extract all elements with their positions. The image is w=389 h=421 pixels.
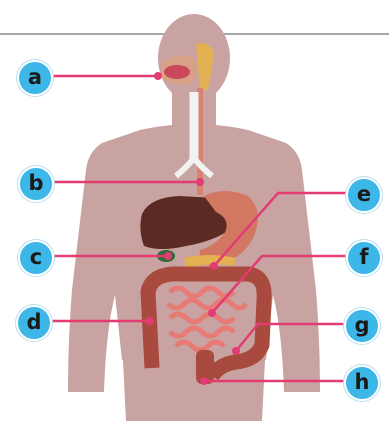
endpoint-f: [208, 309, 216, 317]
label-h: h: [344, 365, 380, 401]
endpoint-d: [146, 317, 154, 325]
label-f: f: [346, 240, 382, 276]
endpoint-b: [196, 178, 204, 186]
endpoint-h: [200, 377, 208, 385]
endpoint-g: [232, 347, 240, 355]
label-a: a: [17, 60, 53, 96]
endpoint-c: [164, 252, 172, 260]
label-g: g: [344, 308, 380, 344]
label-e: e: [346, 177, 382, 213]
endpoint-a: [154, 72, 162, 80]
label-d: d: [16, 305, 52, 341]
label-c: c: [18, 240, 54, 276]
endpoint-e: [210, 262, 218, 270]
label-b: b: [18, 166, 54, 202]
